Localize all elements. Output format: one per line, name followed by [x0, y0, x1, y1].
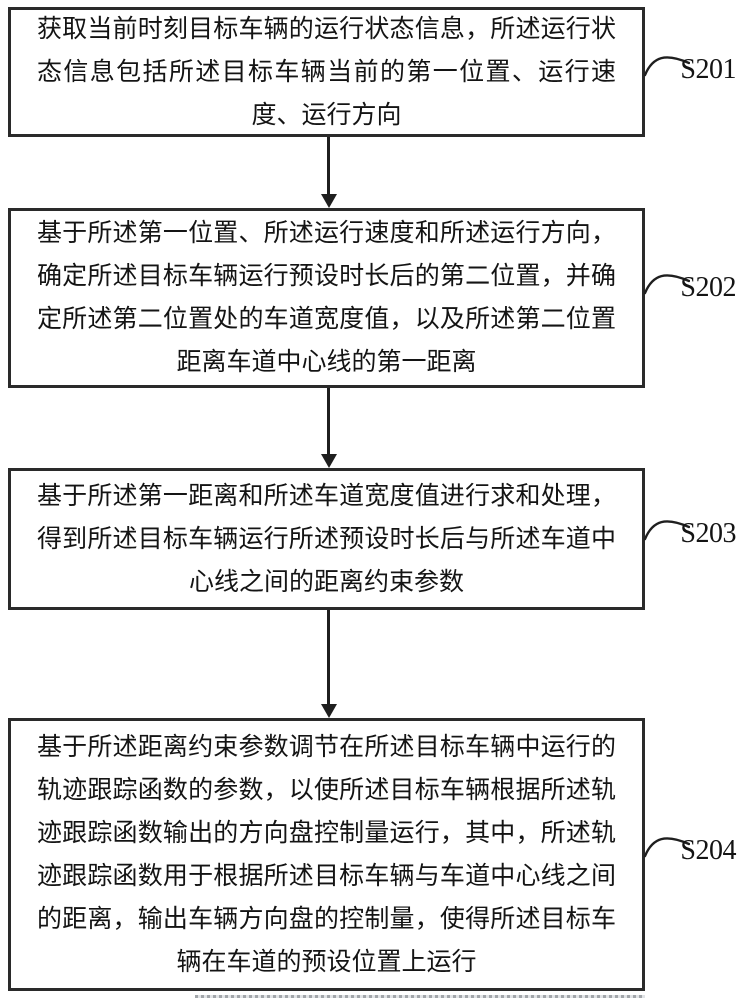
flow-arrow-2-stem [327, 388, 330, 454]
scan-artifact-line [195, 995, 645, 998]
flow-box-s203-line-1: 基于所述第一距离和所述车道宽度值进行求和处理， [37, 482, 616, 510]
flow-box-s204-line-3: 迹跟踪函数输出的方向盘控制量运行，其中，所述轨 [37, 819, 616, 847]
flow-box-s204-line-4: 迹跟踪函数用于根据所述目标车辆与车道中心线之间 [37, 862, 616, 890]
flow-arrow-1-head [320, 194, 337, 208]
flow-box-s202-line-2: 确定所述目标车辆运行预设时长后的第二位置，并确 [37, 263, 616, 290]
flow-box-s203-line-2: 得到所述目标车辆运行所述预设时长后与所述车道中 [37, 525, 616, 553]
flow-arrow-2-icon [320, 388, 337, 468]
flow-box-s204-line-5: 的距离，输出车辆方向盘的控制量，使得所述目标车 [37, 905, 616, 933]
step-label-s202: S202 [680, 272, 736, 303]
flow-box-s202-line-1: 基于所述第一位置、所述运行速度和所述运行方向， [37, 220, 616, 247]
flow-box-s204-line-2: 轨迹跟踪函数的参数，以使所述目标车辆根据所述轨 [37, 776, 616, 804]
flow-arrow-1-stem [327, 137, 330, 194]
flow-box-s202-line-3: 定所述第二位置处的车道宽度值，以及所述第二位置 [37, 306, 616, 333]
flow-box-s201-line-3: 度、运行方向 [251, 101, 402, 129]
flow-box-s204: 基于所述距离约束参数调节在所述目标车辆中运行的 轨迹跟踪函数的参数，以使所述目标… [8, 718, 645, 991]
flow-arrow-2-head [320, 454, 337, 468]
flow-box-s203-line-3: 心线之间的距离约束参数 [188, 568, 464, 596]
flow-arrow-1-icon [320, 137, 337, 208]
label-connector-s203 [644, 520, 690, 541]
step-label-s201: S201 [680, 54, 736, 85]
flow-arrow-3-stem [327, 610, 330, 704]
flow-box-s204-line-6: 辆在车道的预设位置上运行 [176, 948, 477, 976]
step-label-s204: S204 [680, 835, 736, 866]
flow-arrow-3-icon [320, 610, 337, 718]
flow-box-s202: 基于所述第一位置、所述运行速度和所述运行方向， 确定所述目标车辆运行预设时长后的… [8, 208, 645, 388]
flow-arrow-3-head [320, 704, 337, 718]
flow-box-s201: 获取当前时刻目标车辆的运行状态信息，所述运行状 态信息包括所述目标车辆当前的第一… [8, 7, 645, 137]
label-connector-s201 [644, 56, 690, 77]
flow-box-s202-line-4: 距离车道中心线的第一距离 [176, 349, 477, 376]
label-connector-s204 [644, 837, 690, 858]
step-label-s203: S203 [680, 518, 736, 549]
flow-box-s203: 基于所述第一距离和所述车道宽度值进行求和处理， 得到所述目标车辆运行所述预设时长… [8, 468, 645, 610]
flow-box-s204-line-1: 基于所述距离约束参数调节在所述目标车辆中运行的 [37, 733, 616, 761]
flow-box-s201-line-1: 获取当前时刻目标车辆的运行状态信息，所述运行状 [37, 15, 616, 43]
label-connector-s202 [644, 274, 690, 295]
flow-box-s201-line-2: 态信息包括所述目标车辆当前的第一位置、运行速 [37, 58, 616, 86]
